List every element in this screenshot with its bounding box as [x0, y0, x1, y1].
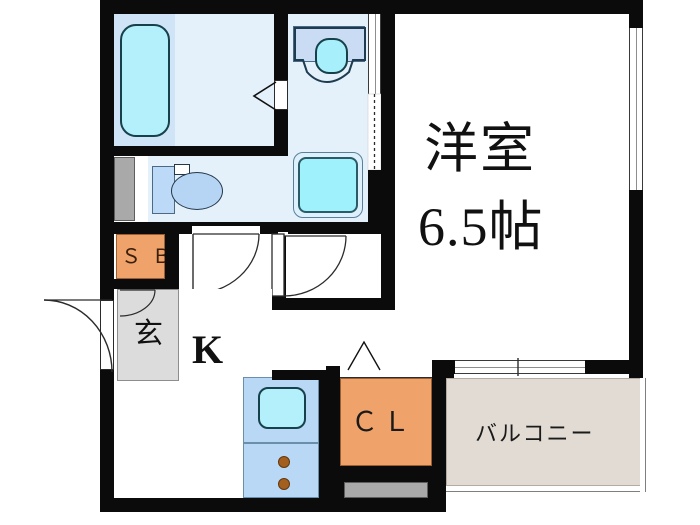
entrance-door-swing[interactable]	[42, 298, 116, 376]
bathroom-folding-door[interactable]	[274, 80, 288, 110]
wall-sb-right	[165, 234, 179, 300]
washing-machine-space	[298, 157, 358, 213]
balcony-sliding-glass-door[interactable]	[455, 360, 585, 374]
stove-burner-front	[278, 456, 290, 468]
wall-south-main-right	[585, 360, 643, 374]
vanity-washbasin	[315, 38, 348, 74]
bathroom-door-arrow-icon	[252, 81, 277, 111]
main-room-area: 6.5帖	[418, 197, 544, 257]
genkan-inner-door-swing-overlay[interactable]	[119, 289, 159, 319]
washroom-sliding-door-track	[367, 93, 382, 171]
wall-mainroom-left-lower	[381, 240, 395, 310]
main-room-side-window[interactable]	[629, 28, 643, 190]
upper-storage-triangle-icon	[347, 340, 381, 371]
wall-right-upper	[629, 0, 643, 28]
toilet-bowl	[171, 172, 223, 210]
vanity-apron	[294, 27, 366, 84]
balcony-rail-outer	[446, 486, 646, 492]
wall-bath-washroom-lower	[274, 110, 288, 156]
shoe-box: Ｓ Ｂ	[116, 234, 172, 279]
wall-right-lower	[629, 190, 643, 372]
main-room-name: 洋室	[424, 119, 536, 179]
main-room-floor	[395, 14, 629, 360]
genkan-floor-overlay: 玄	[117, 289, 179, 381]
wall-mainroom-left-bottom	[333, 298, 395, 310]
wall-bath-toilet	[100, 146, 288, 156]
washroom-sliding-door[interactable]	[368, 14, 381, 94]
wall-kitchen-unit-top	[272, 370, 333, 380]
balcony-floor: バルコニー	[446, 378, 646, 486]
wall-bath-washroom	[274, 14, 288, 80]
toilet-door-gap	[192, 226, 260, 234]
wall-washroom-mainroom	[381, 0, 395, 240]
kitchen-hall-door-swing[interactable]	[271, 233, 348, 306]
wall-washroom-right-lower	[368, 170, 382, 234]
wall-main-bottom-right-stub	[629, 346, 643, 374]
wall-top	[100, 0, 643, 14]
genkan-label-overlay: 玄	[134, 318, 164, 350]
meter-box	[344, 482, 428, 498]
wall-kitchen-bottom-2	[230, 498, 345, 512]
closet-door-opening[interactable]	[340, 370, 432, 378]
sliding-door-center-mullion	[517, 358, 519, 376]
balcony-label: バルコニー	[475, 421, 595, 446]
shoe-box-label: Ｓ Ｂ	[121, 246, 175, 268]
closet-label: ＣＬ	[351, 407, 415, 437]
kitchen-sink-basin	[258, 387, 306, 429]
wall-washroom-bottom	[288, 222, 382, 234]
closet-cl: ＣＬ	[340, 378, 432, 466]
wall-sb-bottom	[114, 279, 165, 289]
balcony-rail-right	[640, 378, 646, 492]
gas-stove-unit	[243, 443, 319, 498]
kitchen-label: K	[192, 327, 224, 372]
wall-south-main-left	[432, 360, 457, 374]
pipe-shaft	[114, 157, 135, 221]
stove-burner-rear	[278, 478, 290, 490]
bathtub	[120, 24, 170, 137]
